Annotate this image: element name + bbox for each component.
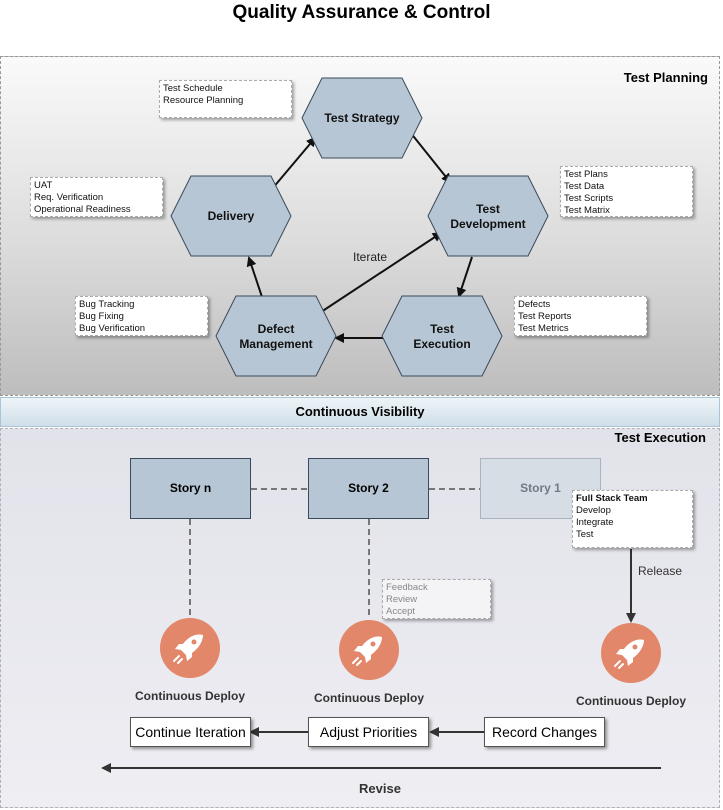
note-line: Test Scripts: [564, 193, 614, 204]
hexagon-defect-management-label-line1: Defect: [258, 322, 295, 336]
note-line: Accept: [386, 606, 416, 617]
note-defect-management: Bug Tracking Bug Fixing Bug Verification: [75, 296, 208, 336]
rocket-icon-story-n: [160, 618, 220, 678]
note-test-execution: Defects Test Reports Test Metrics: [514, 296, 647, 336]
note-line: Test Schedule: [163, 83, 223, 94]
continue-iteration-button[interactable]: Continue Iteration: [130, 717, 251, 747]
release-label: Release: [638, 564, 683, 578]
arrow-strategy-to-development: [409, 131, 452, 184]
test-planning-label: Test Planning: [623, 70, 708, 85]
test-planning-panel: [0, 56, 720, 396]
note-line: Feedback: [386, 582, 428, 593]
continuous-visibility-bar: Continuous Visibility: [0, 397, 720, 427]
rocket-icon-story-1: [601, 623, 661, 683]
hexagon-test-execution-label-line2: Execution: [413, 337, 470, 351]
note-test-strategy: Test Schedule Resource Planning: [159, 80, 292, 118]
page-title: Quality Assurance & Control: [232, 2, 491, 23]
hexagon-test-strategy-label: Test Strategy: [324, 111, 399, 125]
note-delivery: UAT Req. Verification Operational Readin…: [30, 177, 163, 217]
rocket-icon-story-2: [339, 620, 399, 680]
hexagon-test-execution-label-line1: Test: [430, 322, 454, 336]
planning-cycle-diagram: Iterate Test Strategy Test Development T…: [170, 77, 549, 377]
continuous-deploy-label-story-2: Continuous Deploy: [314, 691, 424, 705]
record-changes-button[interactable]: Record Changes: [484, 717, 605, 747]
note-line: Bug Fixing: [79, 311, 124, 322]
note-line: Test Metrics: [518, 323, 569, 334]
note-line: Test Reports: [518, 311, 572, 322]
note-line: Defects: [518, 299, 551, 310]
note-line: Req. Verification: [34, 192, 104, 203]
story-2-card[interactable]: Story 2: [308, 458, 429, 519]
note-line: Bug Verification: [79, 323, 146, 334]
note-line: Operational Readiness: [34, 204, 131, 215]
arrow-development-to-execution: [456, 256, 473, 298]
note-line: Test Matrix: [564, 205, 610, 216]
revise-label: Revise: [359, 781, 401, 796]
note-test-development: Test Plans Test Data Test Scripts Test M…: [560, 166, 693, 217]
adjust-priorities-button[interactable]: Adjust Priorities: [308, 717, 429, 747]
note-feedback: Feedback Review Accept: [382, 579, 491, 619]
hexagon-test-development[interactable]: Test Development: [427, 175, 549, 257]
note-line: Test Plans: [564, 169, 608, 180]
hexagon-test-execution[interactable]: Test Execution: [381, 295, 503, 377]
arrow-delivery-to-strategy: [271, 136, 317, 190]
hexagon-delivery[interactable]: Delivery: [170, 175, 292, 257]
note-line: Integrate: [576, 517, 614, 528]
note-line: Resource Planning: [163, 95, 244, 106]
hexagon-test-development-label-line1: Test: [476, 202, 500, 216]
arrow-defect-to-delivery: [246, 256, 263, 298]
note-title: Full Stack Team: [576, 493, 648, 504]
note-line: Develop: [576, 505, 611, 516]
note-line: UAT: [34, 180, 53, 191]
continuous-deploy-label-story-n: Continuous Deploy: [135, 689, 245, 703]
continuous-deploy-label-story-1: Continuous Deploy: [576, 694, 686, 708]
note-line: Review: [386, 594, 418, 605]
note-line: Test: [576, 529, 594, 540]
hexagon-defect-management[interactable]: Defect Management: [215, 295, 337, 377]
note-full-stack-team: Full Stack Team Develop Integrate Test: [572, 490, 693, 548]
note-line: Bug Tracking: [79, 299, 135, 310]
note-line: Test Data: [564, 181, 605, 192]
test-execution-label: Test Execution: [614, 430, 706, 445]
hexagon-test-strategy[interactable]: Test Strategy: [301, 77, 423, 159]
arrow-iterate: [317, 231, 443, 315]
hexagon-test-development-label-line2: Development: [450, 217, 525, 231]
execution-connectors: [101, 488, 661, 773]
iterate-label: Iterate: [353, 250, 387, 264]
story-n-card[interactable]: Story n: [130, 458, 251, 519]
hexagon-delivery-label: Delivery: [208, 209, 255, 223]
hexagon-defect-management-label-line2: Management: [239, 337, 312, 351]
